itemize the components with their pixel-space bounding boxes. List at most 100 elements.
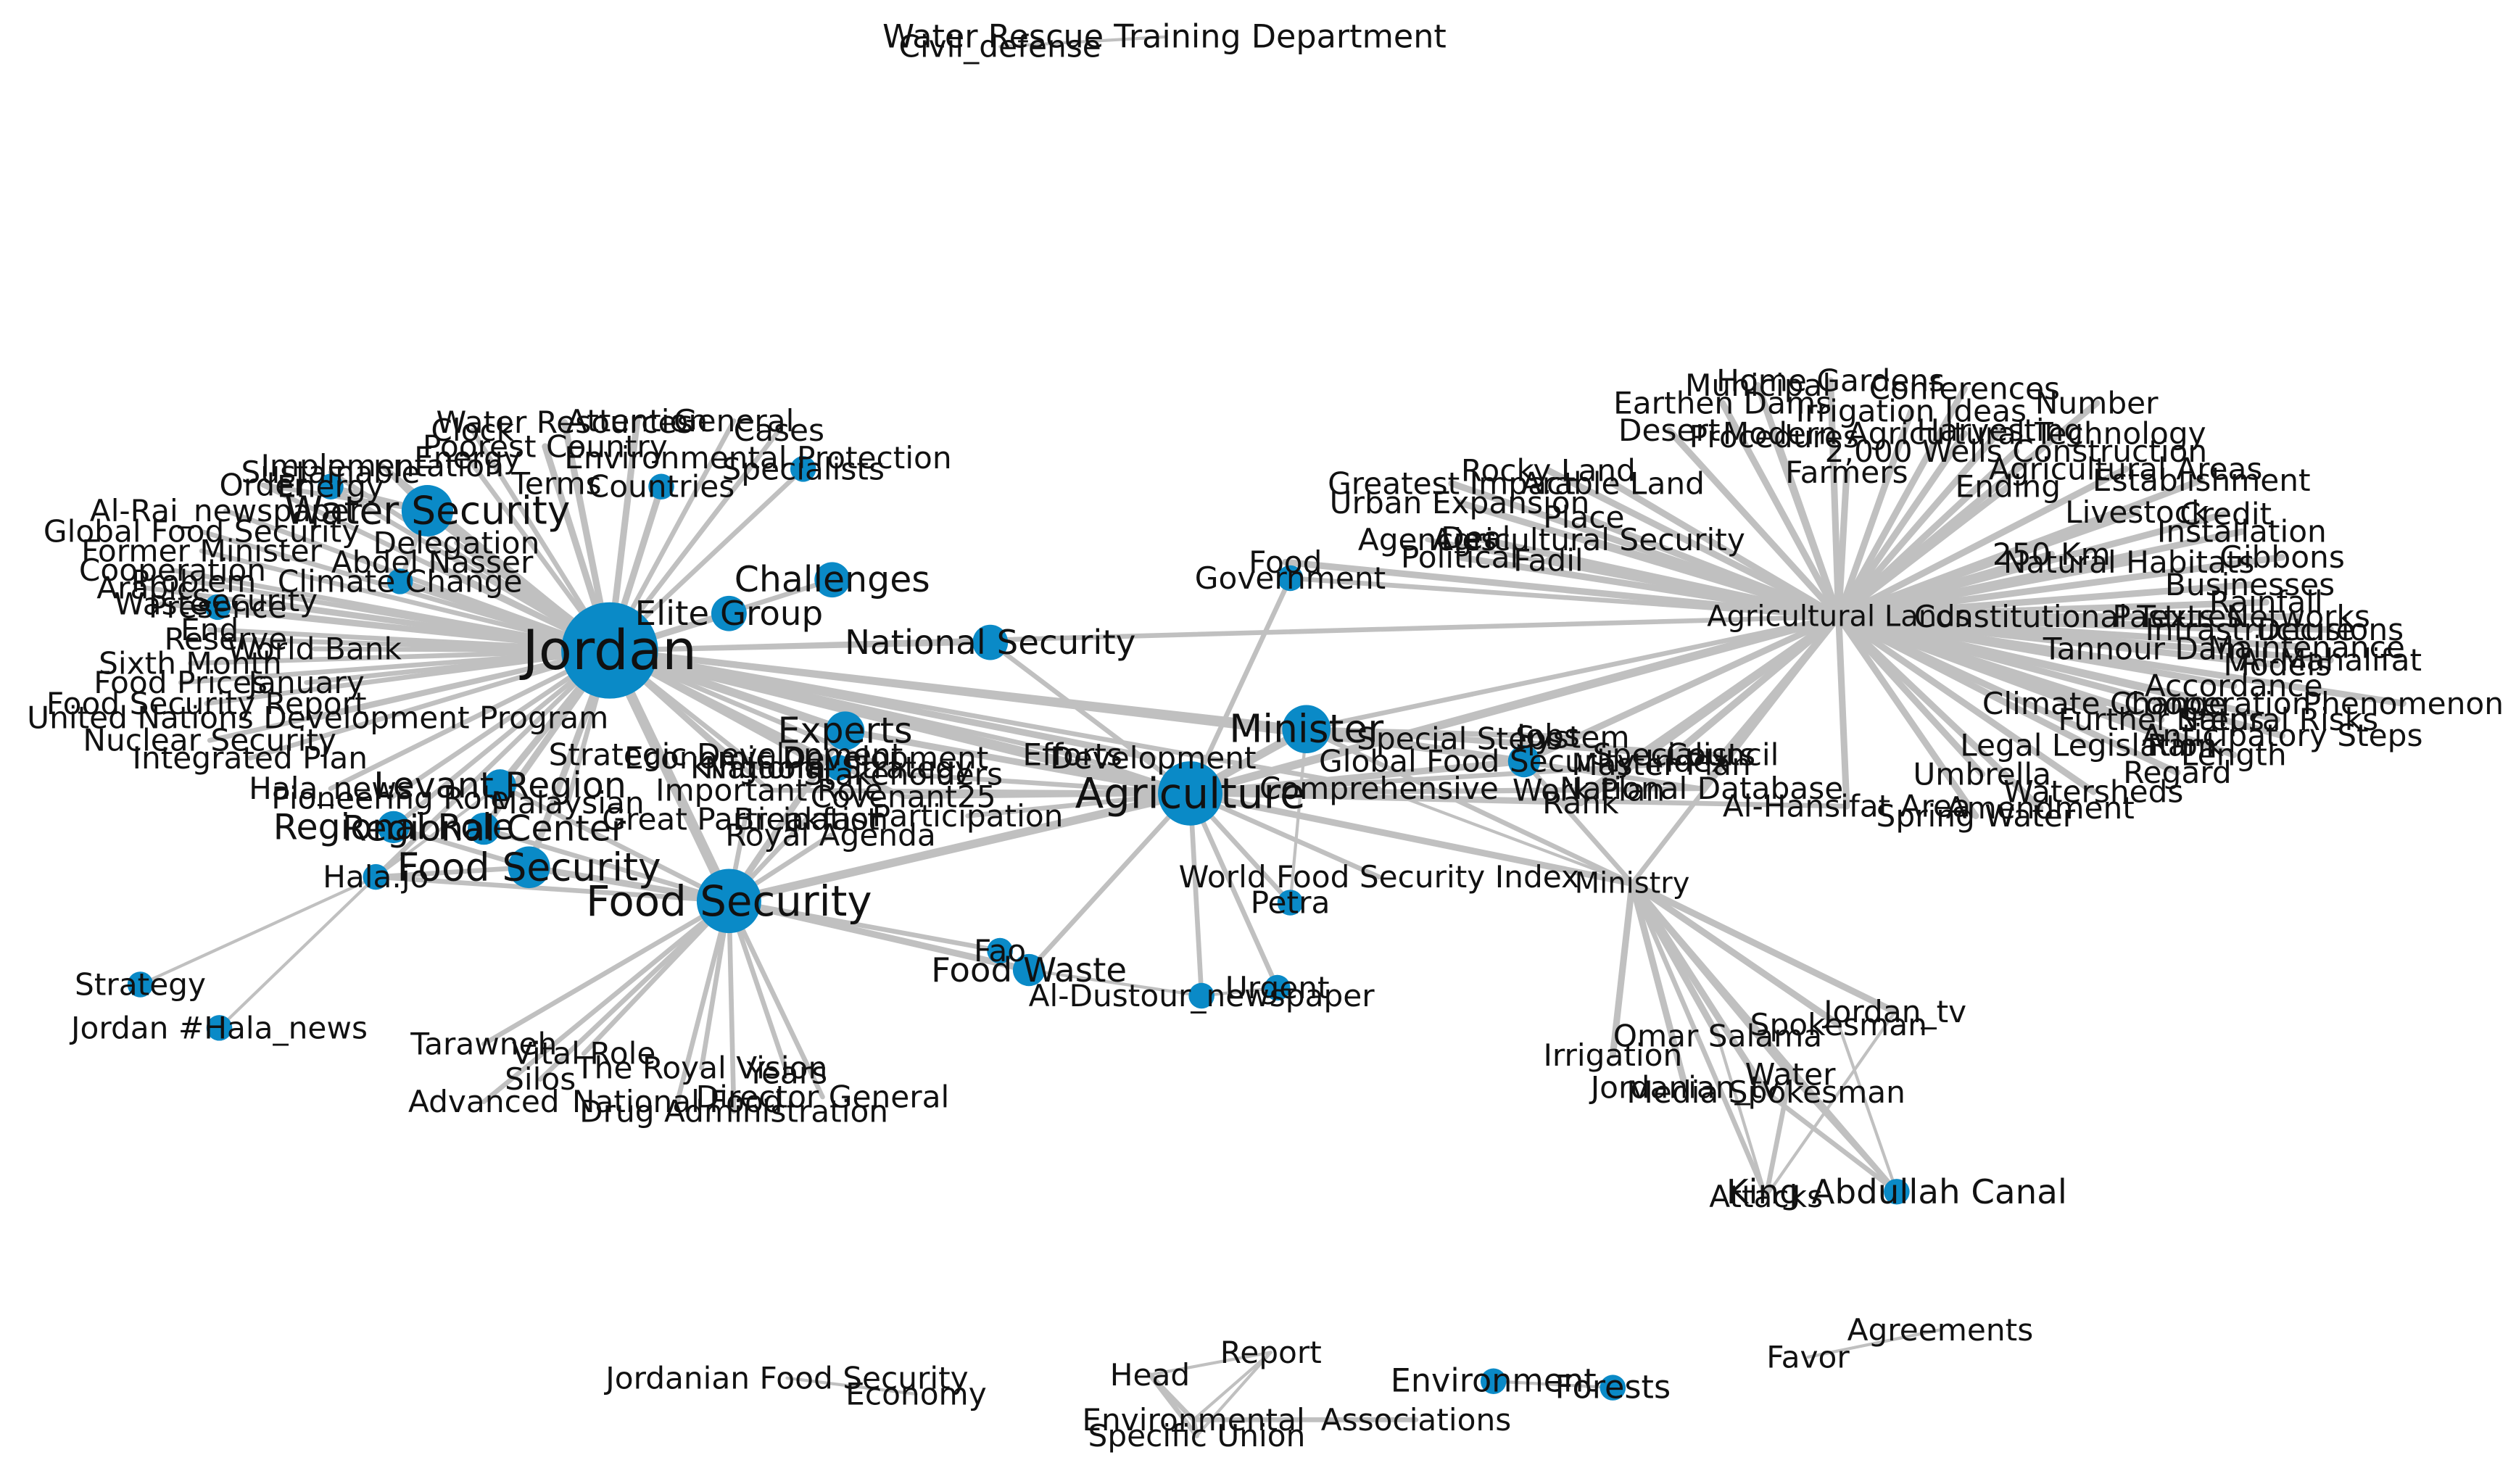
node-label-mwa: Master Plan	[1571, 747, 1751, 782]
node-regional_role[interactable]	[377, 811, 410, 844]
node-label-harvesting: Harvesting	[1916, 413, 2083, 448]
node-label-elite_group: Elite Group	[635, 594, 824, 633]
node-label-greatest_impact: Greatest Impact	[1328, 465, 1576, 501]
node-challenges[interactable]	[814, 562, 851, 598]
node-regional_center[interactable]	[468, 812, 500, 845]
node-food_security[interactable]	[696, 869, 761, 934]
node-countries[interactable]	[648, 473, 674, 499]
node-label-amendment: Amendment	[1946, 790, 2135, 826]
node-national_security[interactable]	[972, 624, 1009, 660]
node-petra[interactable]	[1277, 890, 1304, 916]
node-label-drug_admin: Drug Administration	[579, 1094, 888, 1129]
node-gfsi[interactable]	[1507, 745, 1541, 778]
node-label-undp: United Nations Development Program	[27, 700, 608, 736]
node-label-delegation: Delegation	[373, 525, 540, 560]
node-forests[interactable]	[1600, 1375, 1626, 1401]
node-label-important_role: Important Role	[655, 773, 883, 808]
node-agriculture[interactable]	[1158, 761, 1223, 826]
node-label-levant_region: Levant Region	[373, 765, 626, 806]
node-label-installation: Installation	[2157, 514, 2327, 550]
node-label-strategic_development: Strategic Development	[549, 737, 903, 773]
edge-hala_jo-strategy	[138, 875, 378, 987]
edge-food_security-tarawneh	[481, 898, 732, 1047]
node-presence[interactable]	[204, 594, 231, 621]
edge-agriculture-national_security	[988, 639, 1193, 796]
node-label-agri_areas: Agricultural Areas	[1989, 451, 2263, 486]
node-national_strategy[interactable]	[825, 755, 852, 781]
node-environment[interactable]	[1480, 1368, 1507, 1394]
node-strategy[interactable]	[127, 971, 154, 998]
edge-agriculture-wfsi	[1188, 791, 1382, 879]
edge-agri_lands-agencies	[1425, 537, 1842, 620]
node-label-order: Order	[220, 468, 307, 503]
node-fao[interactable]	[987, 937, 1013, 964]
node-label-spokesman: Spokesman	[1750, 1007, 1927, 1042]
edge-food_security-agriculture	[724, 789, 1195, 905]
node-label-reserve: Reserve	[165, 621, 288, 657]
node-al_dustour[interactable]	[1188, 982, 1214, 1009]
node-label-regional_center: Regional Center	[342, 808, 626, 850]
node-water_security[interactable]	[401, 485, 454, 536]
node-label-agencies: Agencies	[1358, 522, 1497, 557]
node-label-ending: Ending	[1956, 469, 2061, 505]
node-label-advanced: Advanced	[408, 1084, 560, 1119]
node-label-cooperation: Cooperation	[2124, 686, 2311, 721]
node-hala_jo[interactable]	[363, 863, 389, 890]
node-label-media_spokesman: Media Spokesman	[1626, 1074, 1905, 1110]
node-label-irrigation_ideas: Irrigation Ideas	[1796, 394, 2027, 429]
edge-agri_lands-home_gardens	[1827, 377, 1842, 621]
edge-agri_lands-greatest_impact	[1448, 480, 1842, 621]
node-jordan[interactable]	[561, 602, 658, 699]
node-label-urgent: Urgent	[1225, 970, 1330, 1006]
edge-food_security-levant_region	[497, 782, 732, 904]
node-label-place: Place	[1543, 499, 1624, 535]
node-urgent[interactable]	[1264, 974, 1291, 1001]
node-label-waste: Waste	[115, 586, 209, 622]
node-government[interactable]	[1277, 565, 1304, 592]
node-label-earthen_dams: Earthen Dams	[1613, 386, 1832, 421]
node-minister[interactable]	[1282, 705, 1331, 754]
node-label-national_strategy: National Strategy	[704, 750, 972, 785]
edge-agri_lands-spring_water	[1835, 613, 1979, 819]
node-energy[interactable]	[318, 473, 344, 499]
node-label-livestock: Livestock	[2065, 494, 2209, 530]
node-label-food_security: Food Security	[586, 876, 872, 926]
node-label-integrated_plan: Integrated Plan	[133, 740, 368, 776]
node-food_security2[interactable]	[508, 846, 550, 889]
edge-jordan-hala_news	[328, 647, 613, 792]
node-elite_group[interactable]	[711, 595, 747, 631]
node-label-further_steps: Further Steps	[2058, 702, 2264, 737]
node-food_waste[interactable]	[1012, 953, 1046, 987]
node-label-al_hansifat: Al-Hansifat Area	[1723, 789, 1971, 824]
node-label-irrigation: Irrigation	[1543, 1037, 1682, 1073]
edge-agri_lands-phenomenon	[1835, 613, 2407, 707]
node-king_abdullah[interactable]	[1884, 1179, 1910, 1205]
node-label-agri_lands: Agricultural Lands	[1707, 600, 1970, 634]
node-label-pastures: Pastures	[2112, 599, 2242, 634]
node-levant_region[interactable]	[484, 769, 516, 802]
node-label-civil_defense: Civil_defense	[898, 29, 1101, 65]
node-label-associations: Associations	[1321, 1402, 1512, 1438]
node-label-agreements: Agreements	[1847, 1312, 2034, 1348]
node-label-presence: Presence	[149, 589, 287, 625]
node-jordan_hala_news[interactable]	[206, 1015, 233, 1041]
node-label-system: System	[1515, 719, 1630, 755]
node-label-sustainable: Sustainable	[241, 455, 421, 490]
edge-food_security-director_general	[727, 898, 825, 1100]
edge-ministry-spokesman	[1629, 879, 1842, 1028]
edge-food_security-fao	[727, 898, 1003, 953]
node-label-economic_development: Economic Development	[624, 740, 988, 776]
node-climate_change[interactable]	[386, 568, 413, 594]
node-label-watersheds: Watersheds	[2003, 774, 2183, 810]
node-label-legal_legislation: Legal Legislation	[1960, 727, 2217, 763]
edge-omar_salama-attacks	[1716, 1034, 1768, 1198]
node-label-stakeholders: Stakeholders	[803, 756, 1003, 792]
node-experts[interactable]	[825, 711, 865, 750]
edge-agri_lands-municipal	[1754, 382, 1842, 621]
node-label-council: Council	[1666, 737, 1779, 773]
node-label-deal: Deal	[1441, 521, 1510, 556]
edge-jordan-integrated_plan	[247, 647, 613, 760]
node-label-regard: Regard	[2123, 755, 2232, 790]
edge-jordan-former	[199, 548, 613, 653]
node-specialists2[interactable]	[790, 456, 816, 482]
